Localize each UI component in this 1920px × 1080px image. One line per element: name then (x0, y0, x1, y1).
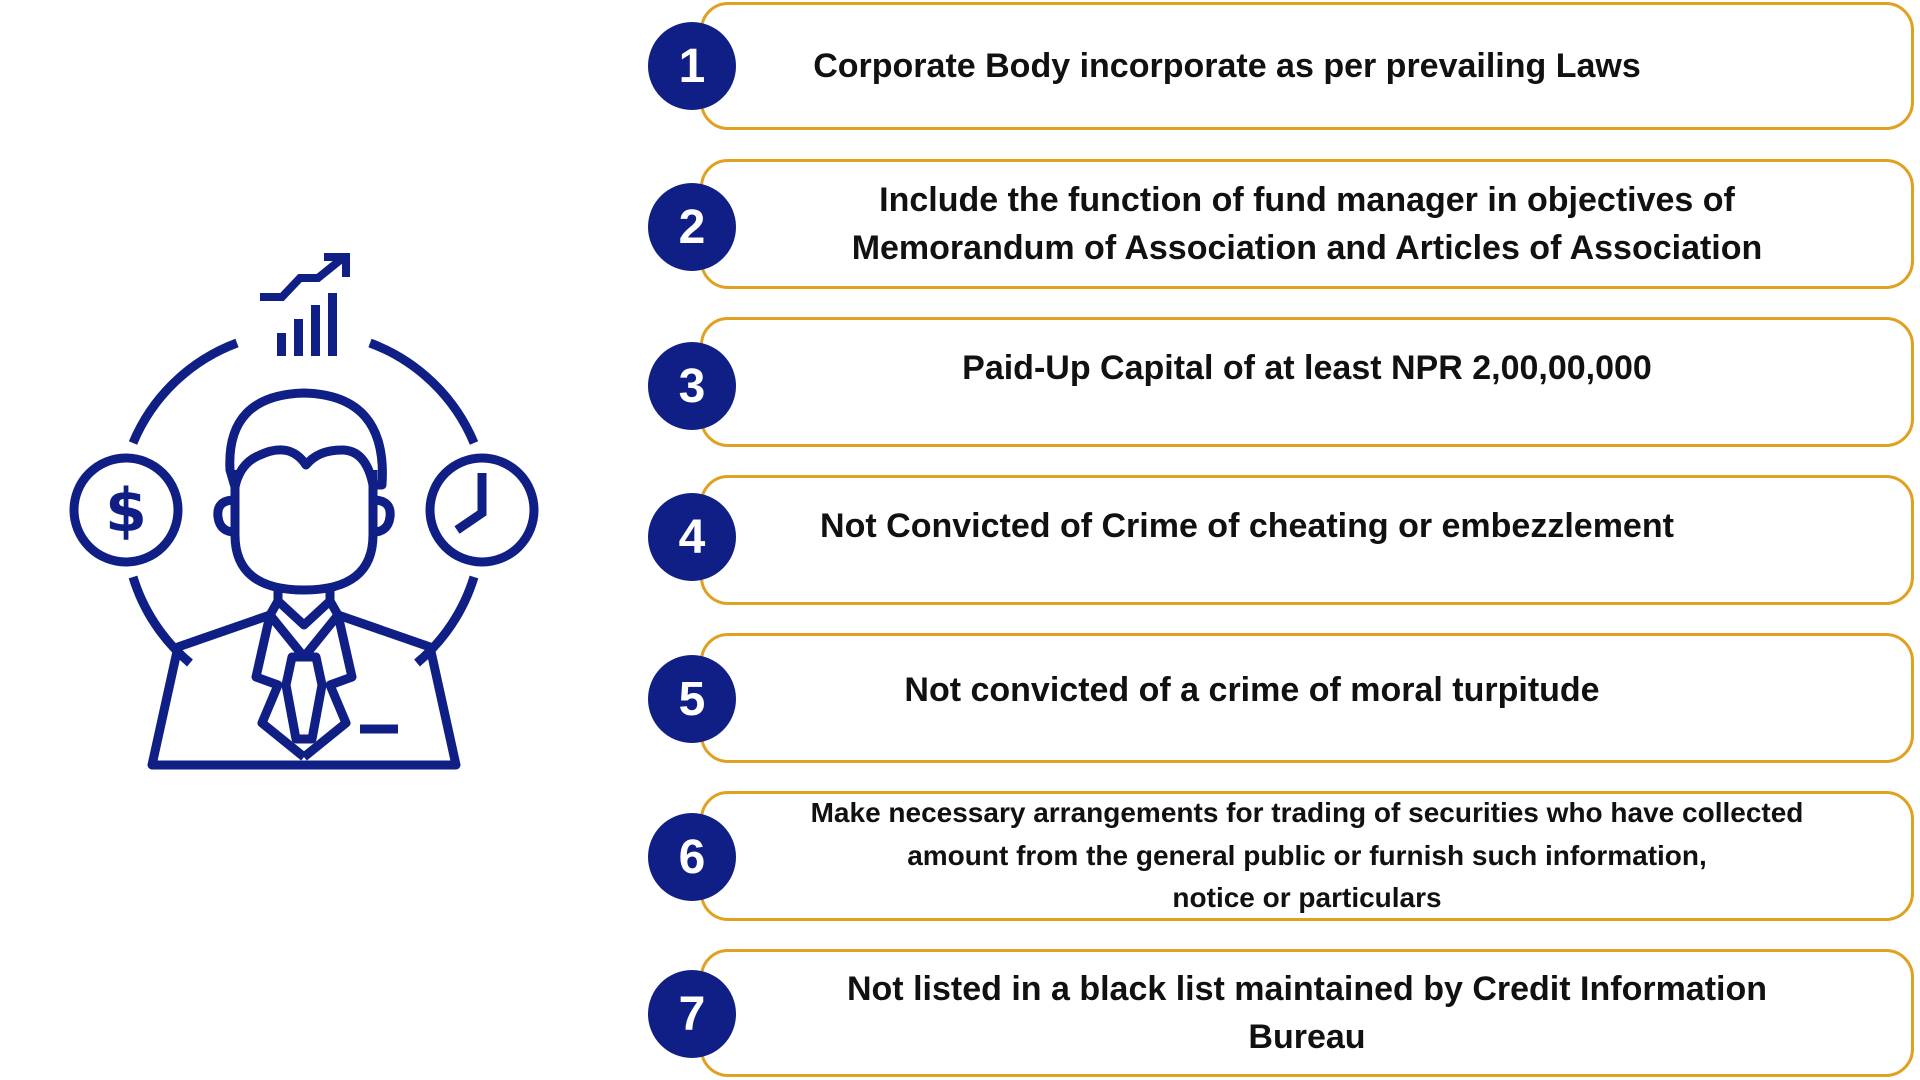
step-box: Corporate Body incorporate as per prevai… (700, 2, 1914, 130)
face-outline (230, 470, 378, 595)
left-ear (213, 495, 238, 537)
growth-chart-icon (277, 293, 337, 356)
step-text: Not convicted of a crime of moral turpit… (904, 670, 1600, 709)
step-box: Make necessary arrangements for trading … (700, 791, 1914, 921)
right-ear (370, 495, 395, 537)
step-text: Not listed in a black list maintained by… (846, 969, 1768, 1056)
step-box: Not listed in a black list maintained by… (700, 949, 1914, 1077)
ring-arc-bottom-right (414, 575, 479, 667)
step-box: Not convicted of a crime of moral turpit… (700, 633, 1914, 763)
step-number-badge: 5 (648, 655, 736, 743)
step-text: Make necessary arrangements for trading … (810, 797, 1804, 914)
step-text: Corporate Body incorporate as per prevai… (813, 46, 1641, 85)
step-number-badge: 2 (648, 183, 736, 271)
right-lapel (301, 614, 357, 761)
step-number-badge: 4 (648, 493, 736, 581)
step-number-badge: 3 (648, 342, 736, 430)
ring-arc-bottom-left (128, 575, 193, 667)
hair (225, 388, 387, 492)
ring-arc-top-left (128, 338, 239, 445)
step-box: Paid-Up Capital of at least NPR 2,00,00,… (700, 317, 1914, 447)
clock-icon (425, 453, 539, 567)
left-lapel (251, 614, 307, 761)
dollar-icon: $ (69, 453, 183, 567)
jacket (147, 610, 461, 770)
businessman-icon: $ (69, 253, 539, 770)
step-number-badge: 6 (648, 813, 736, 901)
growth-arrow-icon (260, 253, 350, 301)
step-text: Not Convicted of Crime of cheating or em… (820, 506, 1674, 545)
ring-arc-top-right (368, 338, 479, 445)
step-box: Not Convicted of Crime of cheating or em… (700, 475, 1914, 605)
step-box: Include the function of fund manager in … (700, 159, 1914, 289)
businessman-figure (147, 388, 461, 770)
step-text: Paid-Up Capital of at least NPR 2,00,00,… (962, 348, 1652, 387)
tie (281, 652, 327, 744)
step-number-badge: 1 (648, 22, 736, 110)
step-number-badge: 7 (648, 970, 736, 1058)
svg-text:$: $ (105, 476, 147, 546)
businessman-illustration: $ (60, 245, 550, 775)
step-text: Include the function of fund manager in … (851, 180, 1763, 267)
